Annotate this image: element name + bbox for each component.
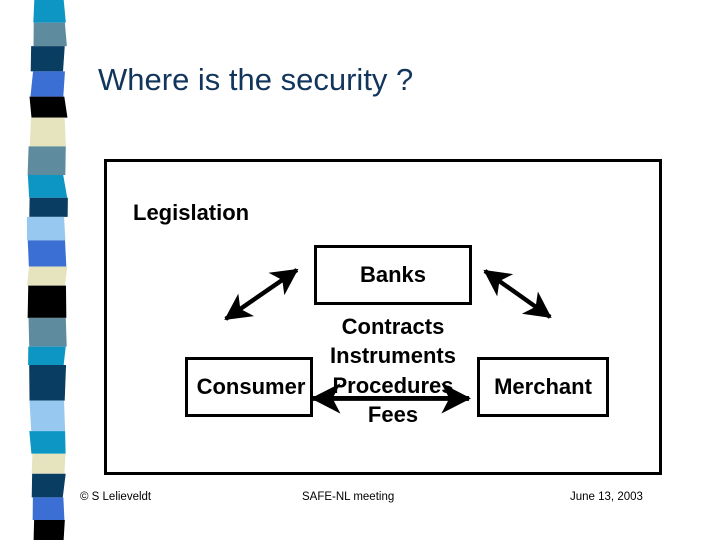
diagram-frame: Legislation Banks Consumer Merchant Cont… (104, 159, 662, 475)
stripe-segment (29, 117, 66, 147)
stripe-segment (32, 497, 65, 520)
stripe-segment (27, 175, 68, 198)
footer-copyright: © S Lelieveldt (80, 491, 152, 503)
center-term-procedures: Procedures (332, 372, 454, 398)
stripe-segment (33, 519, 65, 540)
stripe-segment (27, 240, 67, 267)
stripe-segment (33, 22, 67, 47)
arrow-legislation-banks (224, 268, 299, 321)
stripe-segment (33, 0, 66, 23)
stripe-segment (29, 197, 68, 217)
stripe-segment (26, 216, 66, 241)
center-terms-list: Contracts Instruments Procedures Fees (307, 312, 479, 429)
footer-event-name: SAFE-NL meeting (302, 491, 395, 503)
center-term-fees: Fees (367, 401, 419, 427)
stripe-segment (27, 146, 66, 176)
arrow-layer (224, 268, 552, 414)
stripe-segment (28, 317, 67, 347)
node-label-merchant: Merchant (494, 374, 592, 399)
footer-date: June 13, 2003 (570, 491, 643, 503)
arrow-banks-merchant (483, 269, 552, 319)
stripe-segment (31, 473, 66, 498)
node-box-consumer: Consumer (185, 357, 313, 417)
node-box-banks: Banks (314, 245, 472, 305)
vertical-color-stripe-band (26, 0, 68, 540)
center-term-instruments: Instruments (330, 343, 456, 369)
node-box-merchant: Merchant (477, 357, 609, 417)
center-term-contracts: Contracts (341, 314, 445, 339)
stripe-segment (28, 346, 66, 365)
stripe-segment (29, 431, 66, 454)
stripe-segment (27, 285, 67, 318)
stripe-segment (27, 266, 68, 286)
page-title: Where is the security ? (98, 62, 414, 97)
diagram-label-legislation: Legislation (133, 200, 250, 225)
stripe-segment (30, 46, 65, 72)
node-label-banks: Banks (359, 262, 427, 287)
stripe-segment (30, 71, 65, 97)
node-label-consumer: Consumer (196, 374, 306, 399)
stripe-segment (29, 400, 66, 432)
stripe-segment (29, 364, 67, 401)
stripe-segment (31, 453, 66, 474)
stripe-segment (29, 96, 68, 118)
